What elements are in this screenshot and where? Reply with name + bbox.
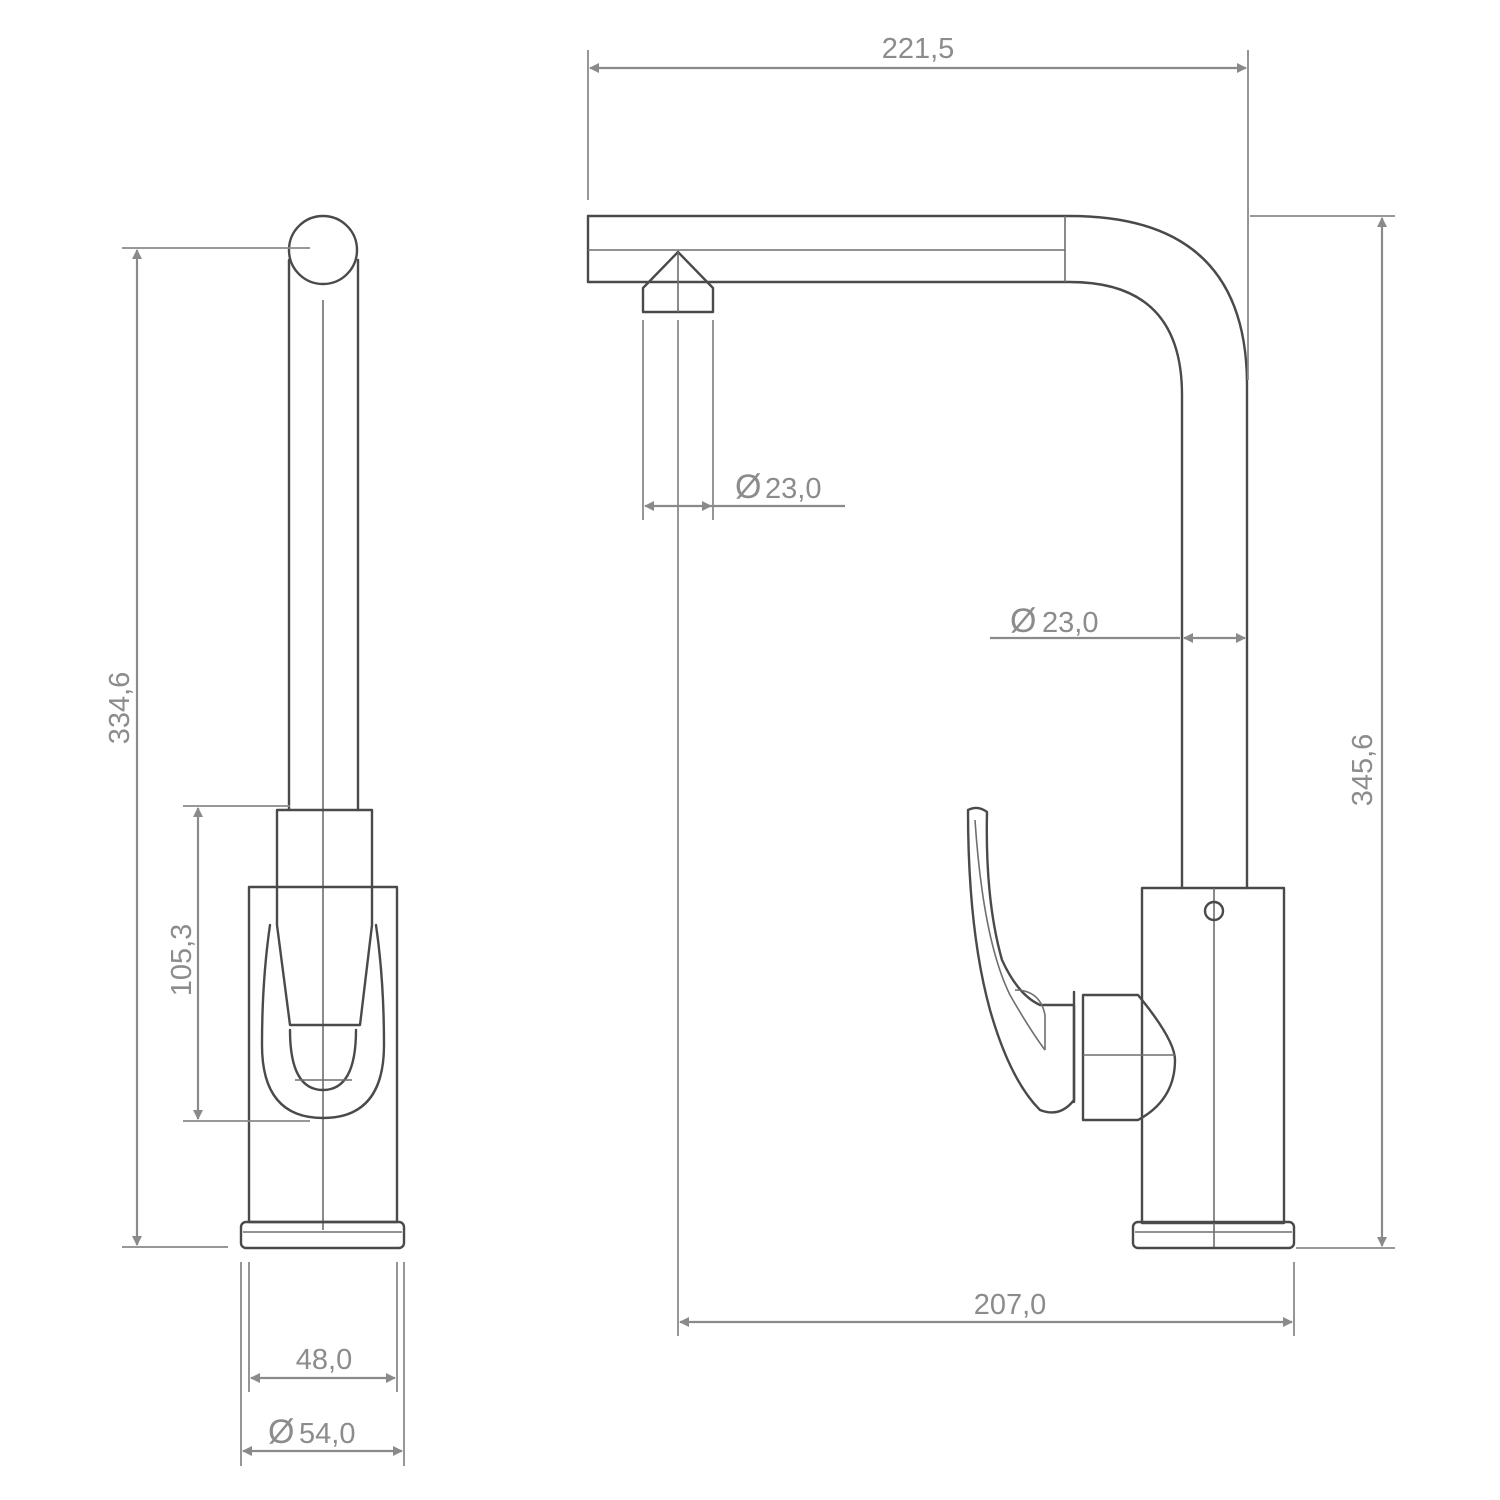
side-view <box>239 214 406 1250</box>
label-base-diameter: 54,0 <box>299 1418 355 1450</box>
label-base-to-outlet: 207,0 <box>974 1289 1047 1321</box>
dimension-lines <box>122 50 1395 1466</box>
label-outlet-diameter-symbol: Ø <box>735 468 761 506</box>
label-total-height-side: 334,6 <box>104 672 136 745</box>
label-base-diameter-symbol: Ø <box>268 1413 294 1451</box>
label-handle-height: 105,3 <box>166 924 198 997</box>
label-pipe-diameter-symbol: Ø <box>1010 602 1036 640</box>
label-outlet-diameter: 23,0 <box>765 473 821 505</box>
label-pipe-diameter: 23,0 <box>1042 607 1098 639</box>
label-spout-reach: 221,5 <box>882 33 955 65</box>
label-total-height-front: 345,6 <box>1347 734 1379 807</box>
dimension-labels: 221,5 Ø 23,0 Ø 23,0 345,6 207,0 334,6 10… <box>104 33 1379 1451</box>
front-view <box>586 214 1296 1250</box>
label-body-width: 48,0 <box>296 1344 352 1376</box>
